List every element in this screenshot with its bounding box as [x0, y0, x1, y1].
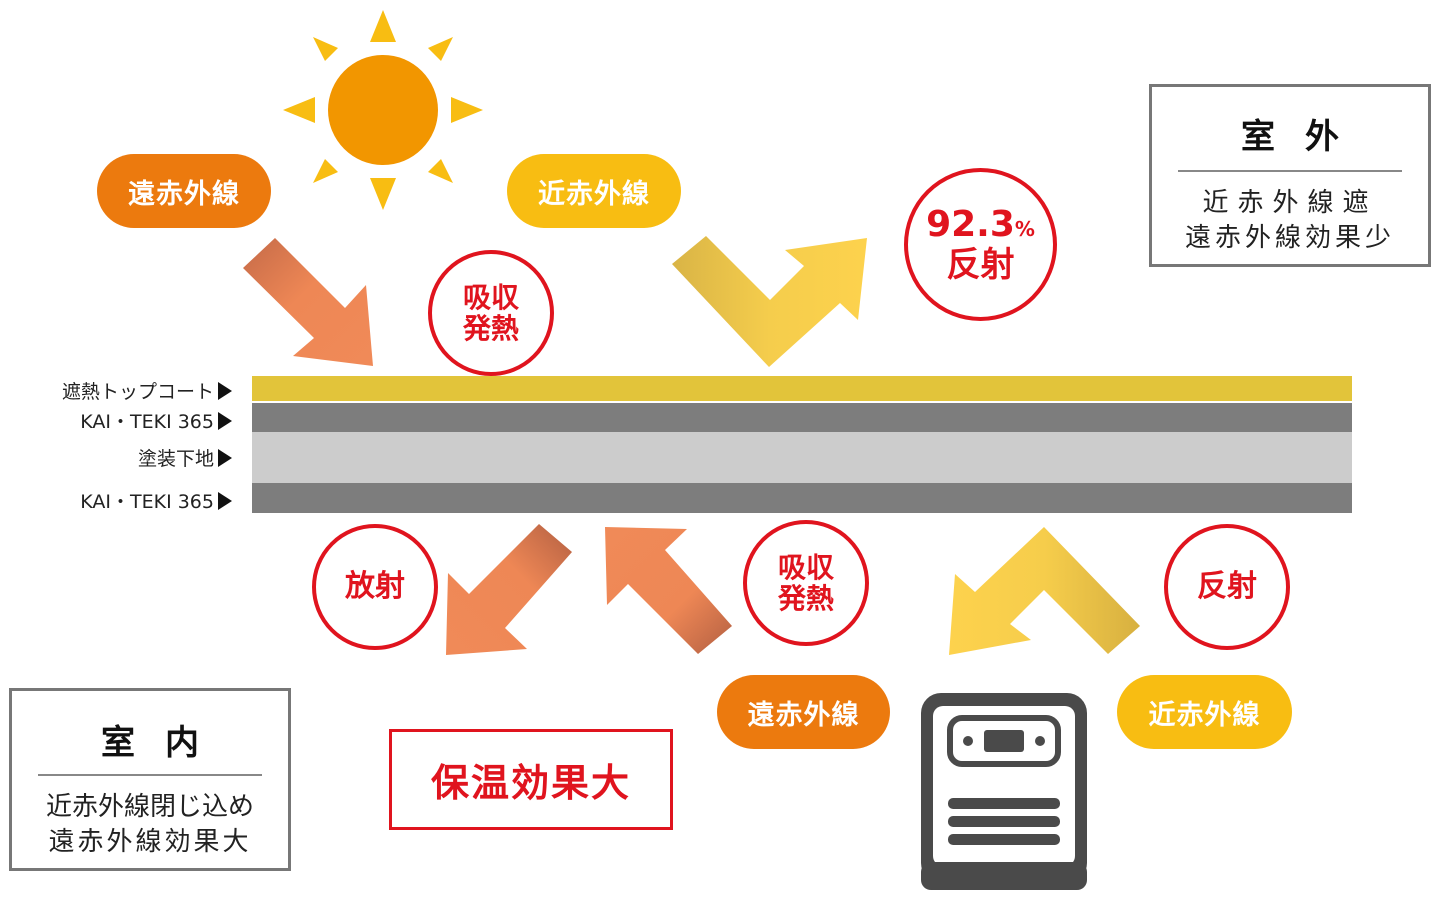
near-infrared-pill-top: 近赤外線	[507, 154, 681, 228]
reflect-rate-badge: 92.3% 反射	[904, 168, 1057, 321]
near-infrared-label: 近赤外線	[538, 178, 650, 210]
far-infrared-pill-top: 遠赤外線	[97, 154, 271, 228]
radiate-badge: 放射	[312, 524, 438, 650]
reflect-unit: %	[1014, 217, 1035, 242]
far-infrared-label: 遠赤外線	[128, 178, 240, 210]
near-infrared-pill-bottom: 近赤外線	[1117, 675, 1292, 749]
indoor-line2: 遠赤外線効果大	[48, 827, 252, 858]
outdoor-line1: 近赤外線遮	[1202, 188, 1378, 218]
pointer-icon	[218, 411, 232, 430]
absorb-text: 吸収	[777, 550, 834, 584]
heat-text: 発熱	[462, 312, 519, 345]
layer-topcoat	[252, 376, 1352, 401]
far-infrared-label: 遠赤外線	[747, 699, 860, 731]
absorb-heat-badge-bottom: 吸収 発熱	[743, 520, 869, 646]
keep-warm-box: 保温効果大	[389, 729, 673, 830]
reflect-badge-bottom: 反射	[1164, 524, 1290, 650]
far-infrared-arrow-in	[243, 238, 373, 366]
outdoor-box: 室外 近赤外線遮 遠赤外線効果少	[1149, 84, 1431, 267]
reflect-text: 反射	[1197, 569, 1257, 605]
far-infrared-pill-bottom: 遠赤外線	[717, 675, 890, 749]
sun-icon	[283, 10, 483, 210]
absorb-heat-badge-top: 吸収 発熱	[428, 250, 554, 376]
indoor-divider	[38, 774, 262, 776]
coating-layers	[252, 376, 1352, 513]
indoor-box: 室内 近赤外線閉じ込め 遠赤外線効果大	[9, 688, 291, 871]
reflect-value: 92.3	[926, 204, 1015, 246]
pointer-icon	[218, 491, 232, 510]
layer-label-kaiteki-bottom: KAI・TEKI 365	[80, 487, 232, 514]
keep-warm-text: 保温効果大	[430, 761, 631, 805]
indoor-title: 室内	[101, 723, 229, 763]
layer-label-base: 塗装下地	[138, 444, 232, 471]
reflect-label: 反射	[946, 244, 1015, 285]
outdoor-title: 室外	[1241, 117, 1369, 157]
layer-label-topcoat: 遮熱トップコート	[62, 377, 232, 404]
layer-kaiteki-top	[252, 403, 1352, 432]
near-infrared-reflect-arrow-bottom	[949, 527, 1140, 655]
absorb-text: 吸収	[462, 280, 519, 314]
outdoor-divider	[1178, 170, 1402, 172]
outdoor-line2: 遠赤外線効果少	[1184, 223, 1395, 254]
pointer-icon	[218, 381, 232, 400]
indoor-line1: 近赤外線閉じ込め	[45, 792, 254, 822]
near-infrared-reflect-arrow	[672, 236, 867, 367]
heater-icon	[921, 693, 1087, 890]
radiate-text: 放射	[345, 569, 405, 605]
radiate-arrow	[446, 524, 572, 655]
near-infrared-label: 近赤外線	[1148, 699, 1261, 731]
layer-base	[252, 432, 1352, 483]
pointer-icon	[218, 448, 232, 467]
layer-label-kaiteki-top: KAI・TEKI 365	[80, 407, 232, 434]
far-infrared-arrow-up	[605, 527, 732, 654]
layer-kaiteki-bottom	[252, 483, 1352, 513]
heat-text: 発熱	[777, 582, 834, 615]
